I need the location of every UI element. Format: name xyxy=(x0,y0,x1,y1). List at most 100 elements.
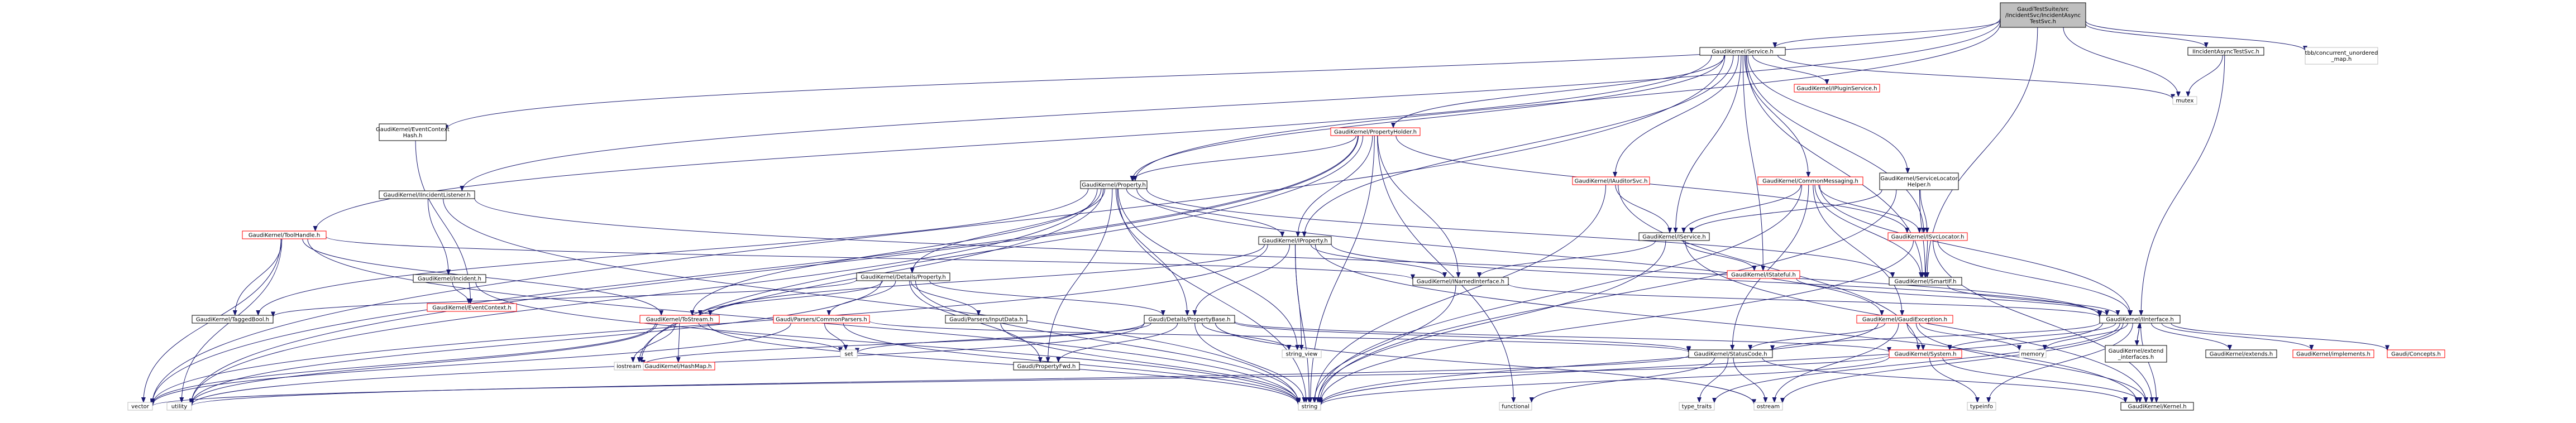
node-box xyxy=(1080,180,1148,189)
node-implements[interactable]: GaudiKernel/implements.h xyxy=(2292,349,2374,358)
edge-istateful-to-iinterface xyxy=(1796,278,2109,316)
node-kernel[interactable]: GaudiKernel/Kernel.h xyxy=(2120,402,2194,411)
edge-service_h-to-iproperty xyxy=(1302,55,1734,237)
node-box xyxy=(639,315,720,324)
node-ipluginservice[interactable]: GaudiKernel/IPluginService.h xyxy=(1794,84,1880,93)
edge-propertyholder-to-string xyxy=(1308,135,1375,403)
node-istateful[interactable]: GaudiKernel/IStateful.h xyxy=(1727,270,1800,279)
edge-commonmessaging-to-isvclocator xyxy=(1818,184,1922,233)
node-label: set xyxy=(844,352,853,358)
node-box xyxy=(614,362,644,371)
edge-propertybase-to-ostream xyxy=(1215,323,1756,405)
edge-iproperty-to-string_view xyxy=(1294,244,1304,350)
node-iauditorsvc[interactable]: GaudiKernel/IAuditorSvc.h xyxy=(1572,176,1650,185)
node-details_property[interactable]: GaudiKernel/Details/Property.h xyxy=(856,272,950,281)
edge-commonmessaging-to-smartif xyxy=(1814,184,1923,278)
edge-root-to-mutex xyxy=(2063,27,2181,97)
node-propertybase[interactable]: Gaudi/Details/PropertyBase.h xyxy=(1144,315,1235,324)
edge-property_h-to-gaudiexception xyxy=(1136,188,1884,316)
node-property_h[interactable]: GaudiKernel/Property.h xyxy=(1080,180,1148,189)
edge-gaudiexception-to-ostream xyxy=(1772,323,1899,403)
node-root[interactable]: GaudiTestSuite/src/IncidentSvc/IncidentA… xyxy=(2000,2,2086,28)
node-iincidentasync[interactable]: IIncidentAsyncTestSvc.h xyxy=(2187,47,2264,56)
node-label: Gaudi/Parsers/CommonParsers.h xyxy=(776,317,867,323)
edge-commonparsers-to-statuscode xyxy=(869,320,1691,353)
node-concepts[interactable]: Gaudi/Concepts.h xyxy=(2387,349,2445,358)
node-box xyxy=(166,402,192,411)
node-toolhandle[interactable]: GaudiKernel/ToolHandle.h xyxy=(242,230,327,239)
edge-statuscode-to-utility xyxy=(189,355,1689,407)
node-inputdata[interactable]: Gaudi/Parsers/InputData.h xyxy=(945,315,1027,324)
edge-iinterface-to-statuscode xyxy=(1770,322,2100,351)
node-system[interactable]: GaudiKernel/System.h xyxy=(1889,349,1962,358)
edge-iproperty-to-inamedinterface xyxy=(1310,244,1447,278)
edge-propertyholder-to-isvclocator xyxy=(1395,135,1910,233)
node-utility: utility xyxy=(166,402,192,411)
node-tostream[interactable]: GaudiKernel/ToStream.h xyxy=(639,315,720,324)
node-label: GaudiKernel/IProperty.h xyxy=(1262,238,1327,244)
node-iextend_interfaces[interactable]: GaudiKernel/extend_interfaces.h xyxy=(2105,345,2167,363)
edge-tostream-to-set xyxy=(698,323,843,353)
edge-service_h-to-mutex xyxy=(1777,55,2175,100)
edge-commonmessaging-to-iservice xyxy=(1681,184,1801,233)
edge-iinterface-to-system xyxy=(1947,323,2116,350)
node-propertyholder[interactable]: GaudiKernel/PropertyHolder.h xyxy=(1330,127,1421,136)
node-iproperty[interactable]: GaudiKernel/IProperty.h xyxy=(1258,236,1332,245)
node-box xyxy=(945,315,1027,324)
node-box xyxy=(2120,402,2194,411)
node-label: GaudiTestSuite/src xyxy=(2017,7,2069,13)
edge-iinterface-to-type_traits xyxy=(1712,323,2120,403)
node-service_h[interactable]: GaudiKernel/Service.h xyxy=(1699,47,1786,56)
node-box xyxy=(1794,84,1880,93)
node-itaggedbool[interactable]: GaudiKernel/TaggedBool.h xyxy=(192,315,274,324)
node-label: Gaudi/Parsers/InputData.h xyxy=(949,317,1023,323)
edge-iinterface-to-implements xyxy=(2161,323,2314,350)
node-hashmap[interactable]: GaudiKernel/HashMap.h xyxy=(641,362,715,371)
edge-toolhandle-to-itaggedbool xyxy=(232,238,283,316)
edge-inamedinterface-to-string xyxy=(1312,285,1456,403)
edge-property_h-to-itaggedbool xyxy=(256,188,1089,316)
node-gaudiexception[interactable]: GaudiKernel/GaudiException.h xyxy=(1856,315,1953,324)
edge-details_property-to-propertybase xyxy=(929,280,1165,316)
edge-service_h-to-vector xyxy=(150,55,1726,405)
edge-system-to-typeinfo xyxy=(1929,357,1980,403)
edge-system-to-vector xyxy=(150,354,1890,407)
node-box xyxy=(1753,402,1783,411)
node-statuscode[interactable]: GaudiKernel/StatusCode.h xyxy=(1688,349,1773,358)
edge-iservice-to-inamedinterface xyxy=(1477,240,1656,278)
node-iservice[interactable]: GaudiKernel/IService.h xyxy=(1638,232,1710,241)
node-label: GaudiKernel/ServiceLocator xyxy=(1880,176,1958,182)
node-inamedinterface[interactable]: GaudiKernel/INamedInterface.h xyxy=(1412,277,1509,286)
node-commonparsers[interactable]: Gaudi/Parsers/CommonParsers.h xyxy=(773,315,870,324)
node-box xyxy=(2099,315,2181,324)
node-label: GaudiKernel/IService.h xyxy=(1642,234,1706,241)
edge-servicelocatorhelper-to-iservice xyxy=(1689,189,1882,233)
node-isvclocator[interactable]: GaudiKernel/ISvcLocator.h xyxy=(1887,232,1968,241)
node-label: GaudiKernel/IPluginService.h xyxy=(1796,86,1877,92)
node-commonmessaging[interactable]: GaudiKernel/CommonMessaging.h xyxy=(1757,176,1863,185)
node-label: mutex xyxy=(2176,98,2194,104)
edge-iproperty-to-tostream xyxy=(708,244,1265,316)
node-label: IIncidentAsyncTestSvc.h xyxy=(2192,49,2259,55)
node-iinterface[interactable]: GaudiKernel/IInterface.h xyxy=(2099,315,2181,324)
edge-isvclocator-to-smartif xyxy=(1923,240,1928,278)
node-ostream: ostream xyxy=(1753,402,1783,411)
node-label: GaudiKernel/ToStream.h xyxy=(646,317,713,323)
node-iincident[interactable]: GaudiKernel/Incident.h xyxy=(413,274,486,283)
node-box xyxy=(1887,232,1968,241)
node-iincidentlistener[interactable]: GaudiKernel/IIncidentListener.h xyxy=(379,190,475,199)
edge-root-to-tbb_map xyxy=(2085,21,2307,52)
edge-property_h-to-string_view xyxy=(1117,188,1300,350)
edge-propertybase-to-statuscode xyxy=(1234,321,1691,352)
node-label: functional xyxy=(1502,404,1530,410)
node-propertyfwd[interactable]: Gaudi/PropertyFwd.h xyxy=(1013,362,1080,371)
edge-commonmessaging-to-iinterface xyxy=(1819,184,2133,316)
node-eventcontext[interactable]: GaudiKernel/EventContext.h xyxy=(427,303,517,312)
node-extends[interactable]: GaudiKernel/extends.h xyxy=(2205,349,2277,358)
node-box xyxy=(2292,349,2374,358)
node-smartif[interactable]: GaudiKernel/SmartIF.h xyxy=(1889,277,1962,286)
node-box xyxy=(1727,270,1800,279)
edge-service_h-to-isvclocator xyxy=(1746,55,1926,233)
